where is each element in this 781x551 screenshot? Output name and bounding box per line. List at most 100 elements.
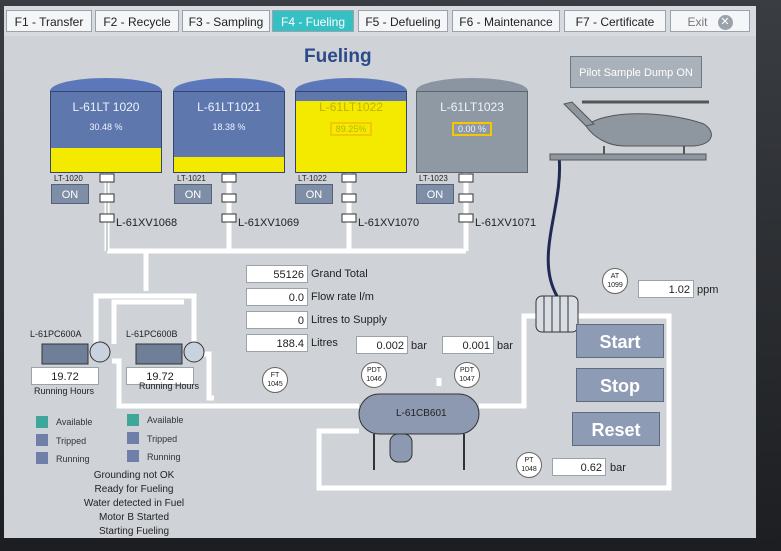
tank-1022-value-wrap: 89.25% (295, 122, 407, 136)
tank-1023-name: L-61LT1023 (440, 100, 504, 114)
tank-1022-name: L-61LT1022 (319, 100, 383, 114)
pt-1048-instrument[interactable]: PT 1048 (516, 452, 542, 478)
pipe-network (93, 173, 672, 491)
tank-1023-value-wrap: 0.00 % (416, 122, 528, 136)
tank-1021-level (174, 157, 284, 172)
lt-1023-label: LT-1023 (419, 174, 448, 183)
status-message: Ready for Fueling (94, 484, 174, 495)
valve-1068-label[interactable]: L-61XV1068 (116, 217, 178, 229)
tank-1023: L-61LT1023 0.00 % (416, 78, 528, 173)
start-button[interactable]: Start (576, 324, 664, 358)
tab-fueling[interactable]: F4 - Fueling (272, 10, 354, 32)
tank-1022-value: 89.25% (329, 122, 373, 136)
pdt-1046-value: 0.002 (356, 336, 408, 354)
pump-b-available-indicator (127, 414, 139, 426)
piping-diagram (41, 100, 712, 491)
status-message: Motor B Started (98, 512, 170, 523)
lt-1021-on-button[interactable]: ON (174, 184, 212, 204)
valve-1071-label[interactable]: L-61XV1071 (475, 217, 537, 229)
pump-b-running-label: Running (147, 452, 181, 462)
pump-b-tripped-indicator (127, 432, 139, 444)
status-message: Starting Fueling (98, 526, 170, 537)
pump-a-hours: 19.72 (31, 367, 99, 385)
at-1099-value: 1.02 (638, 280, 694, 298)
litres-to-supply-label: Litres to Supply (311, 314, 387, 326)
litres-to-supply-value[interactable]: 0 (246, 311, 308, 329)
grand-total-value: 55126 (246, 265, 308, 283)
lt-1022-on-button[interactable]: ON (295, 184, 333, 204)
tab-sampling[interactable]: F3 - Sampling (182, 10, 270, 32)
lt-1020-label: LT-1020 (54, 174, 83, 183)
reset-button[interactable]: Reset (572, 412, 660, 446)
grand-total-label: Grand Total (311, 268, 368, 280)
tank-1021-value: 18.38 % (212, 122, 246, 132)
at-1099-instrument[interactable]: AT 1099 (602, 268, 628, 294)
tank-1022: L-61LT1022 89.25% (295, 78, 407, 173)
tab-certificate[interactable]: F7 - Certificate (564, 10, 666, 32)
close-icon: ✕ (717, 15, 733, 31)
tank-1020-level (51, 147, 161, 172)
lt-1021-label: LT-1021 (177, 174, 206, 183)
pump-b-label: L-61PC600B (126, 329, 178, 339)
pdt-1047-instrument[interactable]: PDT 1047 (454, 362, 480, 388)
pdt-1046-instrument[interactable]: PDT 1046 (361, 362, 387, 388)
pump-b-graphic (135, 341, 205, 365)
tab-bar: F1 - Transfer F2 - Recycle F3 - Sampling… (4, 6, 756, 36)
pump-b-available-label: Available (147, 415, 184, 425)
stop-button[interactable]: Stop (576, 368, 664, 402)
exit-button[interactable]: Exit ✕ (670, 10, 750, 32)
tab-defueling[interactable]: F5 - Defueling (358, 10, 448, 32)
pump-a-available-indicator (36, 416, 48, 428)
litres-label: Litres (311, 337, 338, 349)
pump-a-graphic (41, 341, 111, 365)
flow-rate-value: 0.0 (246, 288, 308, 306)
valve-1069-label[interactable]: L-61XV1069 (238, 217, 300, 229)
pdt-1046-unit: bar (411, 340, 427, 352)
filter-vessel (358, 393, 480, 470)
tab-maintenance[interactable]: F6 - Maintenance (452, 10, 560, 32)
pump-a-label: L-61PC600A (30, 329, 82, 339)
hmi-screen: F1 - Transfer F2 - Recycle F3 - Sampling… (4, 6, 756, 538)
pump-a-tripped-label: Tripped (56, 436, 87, 446)
at-1099-unit: ppm (697, 284, 719, 296)
pump-b-hours: 19.72 (126, 367, 194, 385)
fuel-hose (546, 155, 562, 297)
tank-1021-name: L-61LT1021 (197, 100, 261, 114)
tab-transfer[interactable]: F1 - Transfer (6, 10, 92, 32)
pump-a-available-label: Available (56, 417, 93, 427)
pump-a-running-indicator (36, 452, 48, 464)
pump-a-running-label: Running (56, 454, 90, 464)
tank-1022-level (296, 100, 406, 172)
lt-1023-on-button[interactable]: ON (416, 184, 454, 204)
status-message: Water detected in Fuel (83, 498, 185, 509)
tank-1023-value: 0.00 % (451, 122, 493, 136)
tank-1020-value: 30.48 % (89, 122, 123, 132)
valves (99, 173, 474, 223)
page-title: Fueling (304, 46, 372, 67)
status-message: Grounding not OK (93, 470, 175, 481)
pt-1048-value: 0.62 (552, 458, 606, 476)
helicopter-icon (549, 100, 712, 161)
pilot-sample-dump-button[interactable]: Pilot Sample Dump ON (570, 56, 702, 88)
pump-a-hours-label: Running Hours (34, 386, 95, 396)
hose-reel-graphic (535, 295, 579, 333)
tank-1020: L-61LT 1020 30.48 % (50, 78, 162, 173)
valve-1070-label[interactable]: L-61XV1070 (358, 217, 420, 229)
pdt-1047-unit: bar (497, 340, 513, 352)
pump-a-tripped-indicator (36, 434, 48, 446)
ft-1045-instrument[interactable]: FT 1045 (262, 367, 288, 393)
pump-b-hours-label: Running Hours (139, 381, 200, 391)
vessel-label: L-61CB601 (396, 408, 447, 419)
exit-label: Exit (687, 15, 708, 29)
litres-value: 188.4 (246, 334, 308, 352)
pump-b-tripped-label: Tripped (147, 434, 178, 444)
flow-rate-label: Flow rate l/m (311, 291, 374, 303)
tank-1021: L-61LT1021 18.38 % (173, 78, 285, 173)
tank-1020-name: L-61LT 1020 (72, 100, 140, 114)
pump-b-running-indicator (127, 450, 139, 462)
pt-1048-unit: bar (610, 462, 626, 474)
lt-1020-on-button[interactable]: ON (51, 184, 89, 204)
pdt-1047-value: 0.001 (442, 336, 494, 354)
lt-1022-label: LT-1022 (298, 174, 327, 183)
tab-recycle[interactable]: F2 - Recycle (95, 10, 179, 32)
